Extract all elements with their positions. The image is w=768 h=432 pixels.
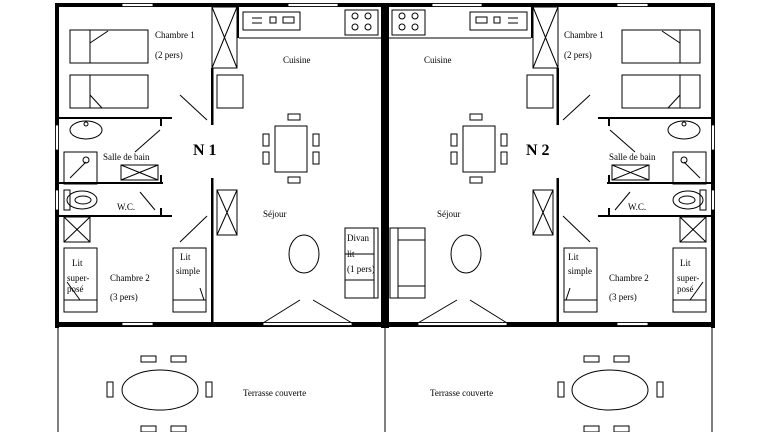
divan-label: Divan: [347, 233, 369, 243]
divan-label: lit: [347, 249, 355, 259]
chambre1-capacity-n2: (2 pers): [564, 50, 592, 60]
divan-label: (1 pers): [347, 264, 375, 274]
room-chambre2-n1: Chambre 2: [110, 273, 150, 283]
chambre2-capacity-n1: (3 pers): [110, 292, 138, 302]
divan-lit: [344, 227, 379, 299]
lit-simple-label: simple: [568, 266, 592, 276]
unit-n2-label: N 2: [526, 142, 550, 159]
chambre1-capacity-n1: (2 pers): [155, 50, 183, 60]
room-sejour-n2: Séjour: [437, 209, 461, 219]
lit-simple-label: Lit: [180, 252, 191, 262]
room-cuisine-n1: Cuisine: [283, 55, 311, 65]
lit-superpose-label: super-: [677, 273, 699, 283]
lit-simple-label: Lit: [568, 252, 579, 262]
unit-n2-plan: [384, 2, 716, 432]
room-sejour-n1: Séjour: [263, 209, 287, 219]
room-chambre2-n2: Chambre 2: [609, 273, 649, 283]
lit-superpose-label: Lit: [680, 258, 691, 268]
room-salle-de-bain-n1: Salle de bain: [103, 152, 150, 162]
unit-n1-plan: [54, 2, 386, 432]
sofa-n2: [389, 227, 426, 299]
chambre2-capacity-n2: (3 pers): [609, 292, 637, 302]
room-chambre1-n1: Chambre 1: [155, 30, 195, 40]
terrace-label-n1: Terrasse couverte: [243, 388, 306, 398]
lit-simple-label: simple: [176, 266, 200, 276]
lit-superpose-label: Lit: [72, 258, 83, 268]
lit-superpose-label: posé: [67, 284, 84, 294]
room-chambre1-n2: Chambre 1: [564, 30, 604, 40]
lit-superpose-label: super-: [67, 273, 89, 283]
lit-superpose-label: posé: [677, 284, 694, 294]
room-wc-n2: W.C.: [628, 202, 646, 212]
room-wc-n1: W.C.: [117, 202, 135, 212]
unit-n1-label: N 1: [193, 142, 217, 159]
room-cuisine-n2: Cuisine: [424, 55, 452, 65]
room-salle-de-bain-n2: Salle de bain: [609, 152, 656, 162]
terrace-label-n2: Terrasse couverte: [430, 388, 493, 398]
